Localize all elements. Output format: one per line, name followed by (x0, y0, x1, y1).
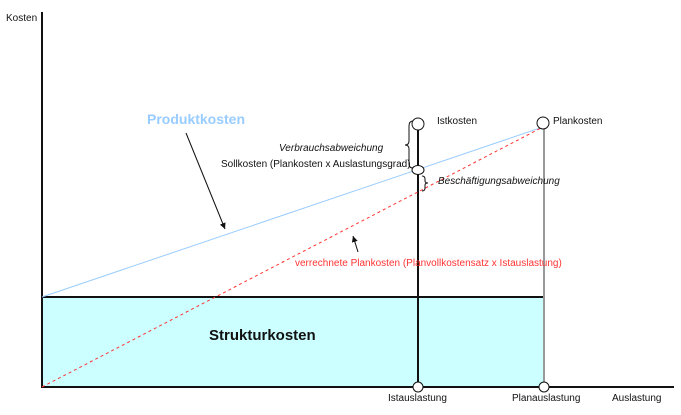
strukturkosten-label: Strukturkosten (209, 327, 316, 344)
plankosten-label: Plankosten (553, 116, 602, 127)
istauslastung-point (412, 381, 424, 393)
plankosten-point (536, 116, 550, 130)
istauslastung-label: Istauslastung (388, 393, 447, 404)
produktkosten-label: Produktkosten (147, 111, 245, 127)
beschaeftigungsabweichung-brace (421, 175, 429, 192)
verbrauchsabweichung-brace (404, 120, 414, 169)
produktkosten-line (41, 126, 544, 298)
sollkosten-point (411, 165, 425, 175)
planauslastung-label: Planauslastung (512, 393, 580, 404)
verrechnete-plankosten-line (41, 126, 544, 388)
y-axis-label: Kosten (6, 13, 37, 24)
verrechnete-arrow (351, 235, 359, 253)
istkosten-label: Istkosten (437, 116, 477, 127)
verrechnete-plankosten-label: verrechnete Plankosten (Planvollkostensa… (295, 258, 562, 269)
verbrauchsabweichung-label: Verbrauchsabweichung (279, 143, 384, 154)
sollkosten-label: Sollkosten (Plankosten x Auslastungsgrad… (221, 159, 411, 170)
planauslastung-point (538, 381, 550, 393)
produktkosten-arrow (185, 132, 226, 230)
strukturkosten-area (42, 297, 544, 387)
x-axis-label: Auslastung (612, 393, 661, 404)
istkosten-point (411, 117, 425, 131)
beschaeftigungsabweichung-label: Beschäftigungsabweichung (438, 176, 560, 187)
